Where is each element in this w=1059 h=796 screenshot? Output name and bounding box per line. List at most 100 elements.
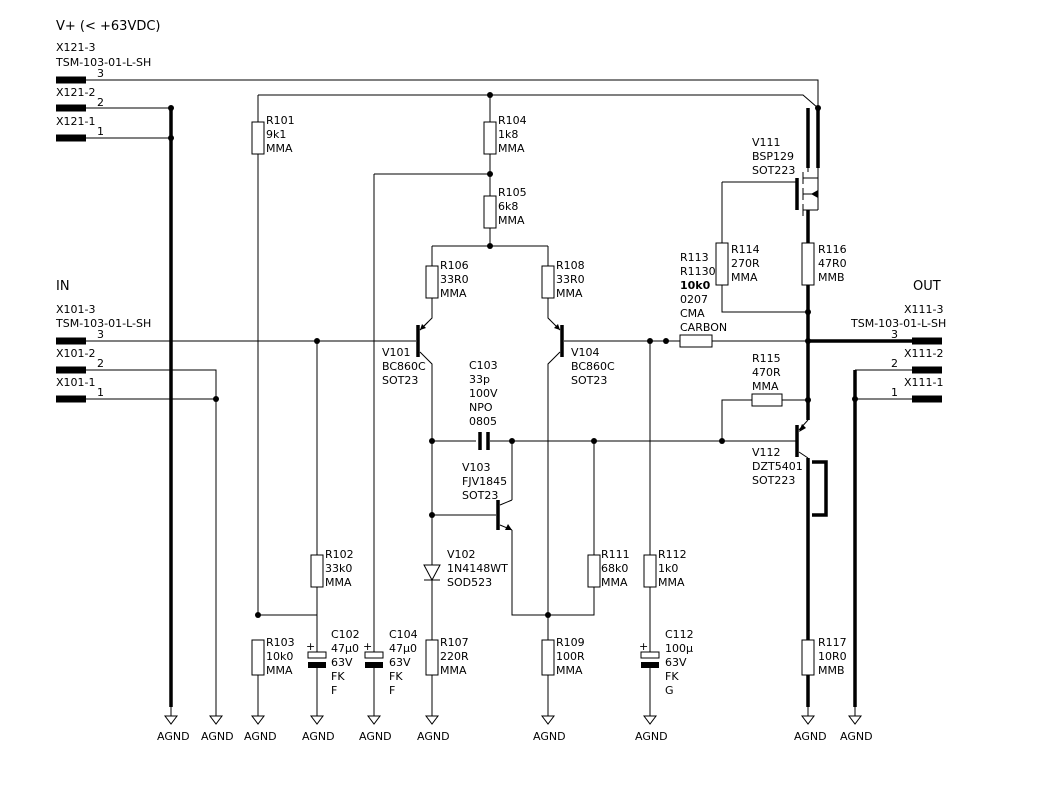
v112-package: SOT223 <box>752 474 795 487</box>
r114-ref: R114 <box>731 243 760 256</box>
r111-value: 68k0 <box>601 562 628 575</box>
r113-alt: R1130 <box>680 265 716 278</box>
r115-value: 470R <box>752 366 781 379</box>
junction-dots <box>168 92 858 618</box>
r113-package: 0207 <box>680 293 708 306</box>
r111-ref: R111 <box>601 548 630 561</box>
v102-package: SOD523 <box>447 576 492 589</box>
r117-ref: R117 <box>818 636 847 649</box>
c104-value: 47µ0 <box>389 642 417 655</box>
c112-series: FK <box>665 670 679 683</box>
v103-package: SOT23 <box>462 489 498 502</box>
v103-symbol <box>496 499 513 531</box>
c102-symbol <box>307 640 327 707</box>
c112-value: 100µ <box>665 642 693 655</box>
v104-part: BC860C <box>571 360 615 373</box>
r101-type: MMA <box>266 142 293 155</box>
transistors <box>416 168 819 597</box>
x101-pin2-num: 2 <box>97 357 104 370</box>
r116-type: MMB <box>818 271 845 284</box>
out-label: OUT <box>913 279 941 294</box>
resistor-bodies <box>251 121 815 676</box>
r117-value: 10R0 <box>818 650 847 663</box>
r106-body <box>425 265 439 299</box>
r116-body <box>801 242 815 286</box>
c104-symbol <box>364 640 384 707</box>
r101-ref: R101 <box>266 114 295 127</box>
x111-1-label: X111-1 <box>904 376 944 389</box>
r108-type: MMA <box>556 287 583 300</box>
r108-value: 33R0 <box>556 273 585 286</box>
capacitors: + + + <box>306 432 660 707</box>
x101-pin1-num: 1 <box>97 386 104 399</box>
wires <box>113 79 912 707</box>
x101-3-label: X101-3 <box>56 303 96 316</box>
r114-value: 270R <box>731 257 760 270</box>
c103-value: 33p <box>469 373 490 386</box>
c104-code: F <box>389 684 395 697</box>
c112-symbol <box>640 640 660 707</box>
v104-package: SOT23 <box>571 374 607 387</box>
r107-body <box>425 639 439 676</box>
r102-value: 33k0 <box>325 562 352 575</box>
c103-voltage: 100V <box>469 387 498 400</box>
r105-type: MMA <box>498 214 525 227</box>
v112-symbol <box>795 419 809 459</box>
r104-value: 1k8 <box>498 128 518 141</box>
r109-value: 100R <box>556 650 585 663</box>
c102-plus: + <box>306 640 315 653</box>
r107-type: MMA <box>440 664 467 677</box>
r112-value: 1k0 <box>658 562 678 575</box>
r115-body <box>751 393 783 407</box>
r101-value: 9k1 <box>266 128 286 141</box>
r115-type: MMA <box>752 380 779 393</box>
v101-part: BC860C <box>382 360 426 373</box>
c112-voltage: 63V <box>665 656 687 669</box>
r105-body <box>483 195 497 229</box>
x101-part-label: TSM-103-01-L-SH <box>55 317 151 330</box>
x111-2-label: X111-2 <box>904 347 944 360</box>
v104-symbol <box>554 324 564 357</box>
x121-pin3-num: 3 <box>97 67 104 80</box>
r113-value: 10k0 <box>680 279 711 292</box>
v112-ref: V112 <box>752 446 781 459</box>
r113-ref: R113 <box>680 251 709 264</box>
r108-ref: R108 <box>556 259 585 272</box>
x121-2-label: X121-2 <box>56 86 96 99</box>
r103-body <box>251 639 265 676</box>
r116-value: 47R0 <box>818 257 847 270</box>
agnd-label-6: AGND <box>417 730 450 743</box>
r109-type: MMA <box>556 664 583 677</box>
r102-type: MMA <box>325 576 352 589</box>
r104-body <box>483 121 497 155</box>
v102-symbol <box>423 564 441 597</box>
c104-series: FK <box>389 670 403 683</box>
r107-ref: R107 <box>440 636 469 649</box>
v101-ref: V101 <box>382 346 411 359</box>
supply-label: V+ (< +63VDC) <box>56 19 161 34</box>
x121-part-label: TSM-103-01-L-SH <box>55 56 151 69</box>
r108-body <box>541 265 555 299</box>
r105-ref: R105 <box>498 186 527 199</box>
v111-ref: V111 <box>752 136 781 149</box>
x121-3-label: X121-3 <box>56 41 96 54</box>
r106-type: MMA <box>440 287 467 300</box>
r113-body <box>679 334 713 348</box>
r112-body <box>643 554 657 588</box>
r116-ref: R116 <box>818 243 847 256</box>
r102-body <box>310 554 324 588</box>
c102-voltage: 63V <box>331 656 353 669</box>
agnd-label-2: AGND <box>201 730 234 743</box>
x101-2-label: X101-2 <box>56 347 96 360</box>
x121-pin2-num: 2 <box>97 96 104 109</box>
x101-pin3-num: 3 <box>97 328 104 341</box>
r104-type: MMA <box>498 142 525 155</box>
labels: V+ (< +63VDC) IN OUT X121-3 TSM-103-01-L… <box>55 19 946 697</box>
agnd-label-1: AGND <box>157 730 190 743</box>
v111-symbol <box>795 168 819 216</box>
r106-ref: R106 <box>440 259 469 272</box>
x111-pin1-num: 1 <box>891 386 898 399</box>
x111-pin3-num: 3 <box>891 328 898 341</box>
r104-ref: R104 <box>498 114 527 127</box>
